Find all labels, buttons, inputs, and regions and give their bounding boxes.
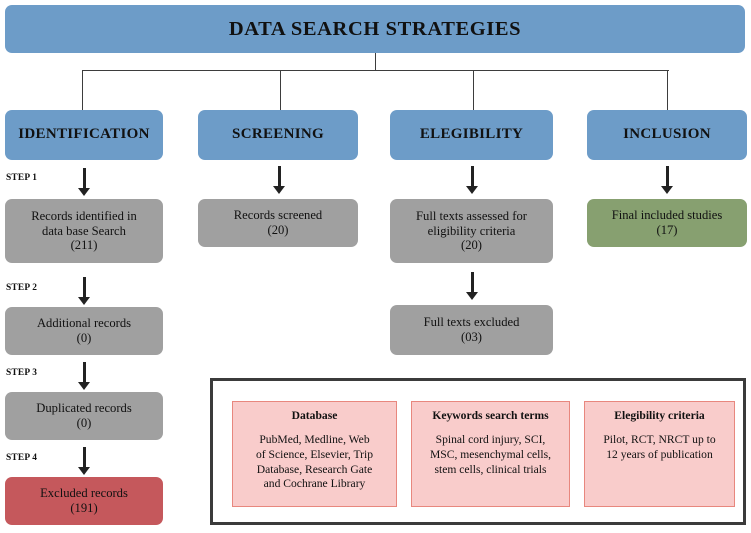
node-count: (20) [461, 238, 482, 253]
node-records-screened: Records screened (20) [198, 199, 358, 247]
node-line-1: Records identified in [31, 208, 137, 223]
step-label-2: STEP 2 [6, 283, 38, 293]
criteria-body-line: Pilot, RCT, NRCT up to [603, 433, 716, 446]
criteria-body: Spinal cord injury, SCI, MSC, mesenchyma… [430, 433, 551, 477]
step-label-3: STEP 3 [6, 368, 38, 378]
criteria-body-line: Database, Research Gate [256, 462, 373, 476]
node-count: (17) [656, 223, 678, 237]
node-count: (0) [76, 331, 92, 345]
branch-connector-elegibility [473, 70, 475, 110]
node-count: (191) [70, 501, 98, 515]
criteria-body-line: and Cochrane Library [263, 477, 366, 491]
node-duplicated-records: Duplicated records (0) [5, 392, 163, 440]
arrow-down-identification-3 [77, 362, 91, 390]
step-label-4: STEP 4 [6, 453, 38, 463]
node-count: (211) [70, 238, 98, 253]
criteria-body-line: 12 years of publication [606, 447, 713, 461]
trunk-connector [375, 53, 377, 71]
criteria-body-line: PubMed, Medline, Web [259, 433, 370, 446]
criteria-card-keywords: Keywords search terms Spinal cord injury… [411, 401, 570, 507]
stage-header-elegibility: ELEGIBILITY [390, 110, 553, 160]
arrow-down-screening-1 [272, 166, 286, 194]
node-line-1: Duplicated records [36, 401, 132, 416]
node-count: (0) [76, 416, 92, 430]
criteria-body-line: Spinal cord injury, SCI, [435, 433, 546, 446]
criteria-card-elegibility: Elegibility criteria Pilot, RCT, NRCT up… [584, 401, 735, 507]
node-line-1: Final included studies [611, 208, 723, 223]
arrow-down-identification-4 [77, 447, 91, 475]
criteria-body-line: MSC, mesenchymal cells, [429, 447, 552, 461]
node-records-identified: Records identified in data base Search (… [5, 199, 163, 263]
criteria-heading: Database [291, 409, 338, 422]
node-line-1: Full texts assessed for [416, 208, 527, 223]
criteria-body-line: stem cells, clinical trials [434, 462, 547, 476]
criteria-body: PubMed, Medline, Web of Science, Elsevie… [256, 433, 373, 492]
criteria-heading: Elegibility criteria [614, 409, 705, 422]
node-line-1: Full texts excluded [423, 315, 520, 330]
node-excluded-records: Excluded records (191) [5, 477, 163, 525]
bus-connector [82, 70, 669, 72]
arrow-down-identification-2 [77, 277, 91, 305]
criteria-card-database: Database PubMed, Medline, Web of Science… [232, 401, 397, 507]
stage-header-identification: IDENTIFICATION [5, 110, 163, 160]
branch-connector-screening [280, 70, 282, 110]
branch-connector-inclusion [667, 70, 669, 110]
criteria-body-line: of Science, Elsevier, Trip [255, 447, 374, 461]
node-count: (03) [461, 330, 482, 344]
node-line-2: eligibility criteria [427, 223, 516, 238]
node-line-1: Excluded records [40, 486, 128, 501]
node-final-included-studies: Final included studies (17) [587, 199, 747, 247]
node-line-1: Additional records [36, 316, 132, 331]
node-count: (20) [267, 223, 289, 237]
arrow-down-elegibility-2 [465, 272, 479, 300]
node-additional-records: Additional records (0) [5, 307, 163, 355]
branch-connector-identification [82, 70, 84, 110]
arrow-down-elegibility-1 [465, 166, 479, 194]
arrow-down-identification-1 [77, 168, 91, 196]
stage-header-inclusion: INCLUSION [587, 110, 747, 160]
node-line-2: data base Search [42, 223, 126, 238]
stage-header-screening: SCREENING [198, 110, 358, 160]
node-full-texts-assessed: Full texts assessed for eligibility crit… [390, 199, 553, 263]
node-full-texts-excluded: Full texts excluded (03) [390, 305, 553, 355]
criteria-panel: Database PubMed, Medline, Web of Science… [210, 378, 746, 525]
arrow-down-inclusion-1 [660, 166, 674, 194]
chart-title: DATA SEARCH STRATEGIES [5, 5, 745, 53]
node-line-1: Records screened [233, 208, 323, 223]
criteria-heading: Keywords search terms [432, 409, 549, 422]
criteria-body: Pilot, RCT, NRCT up to 12 years of publi… [603, 433, 715, 463]
step-label-1: STEP 1 [6, 173, 38, 183]
